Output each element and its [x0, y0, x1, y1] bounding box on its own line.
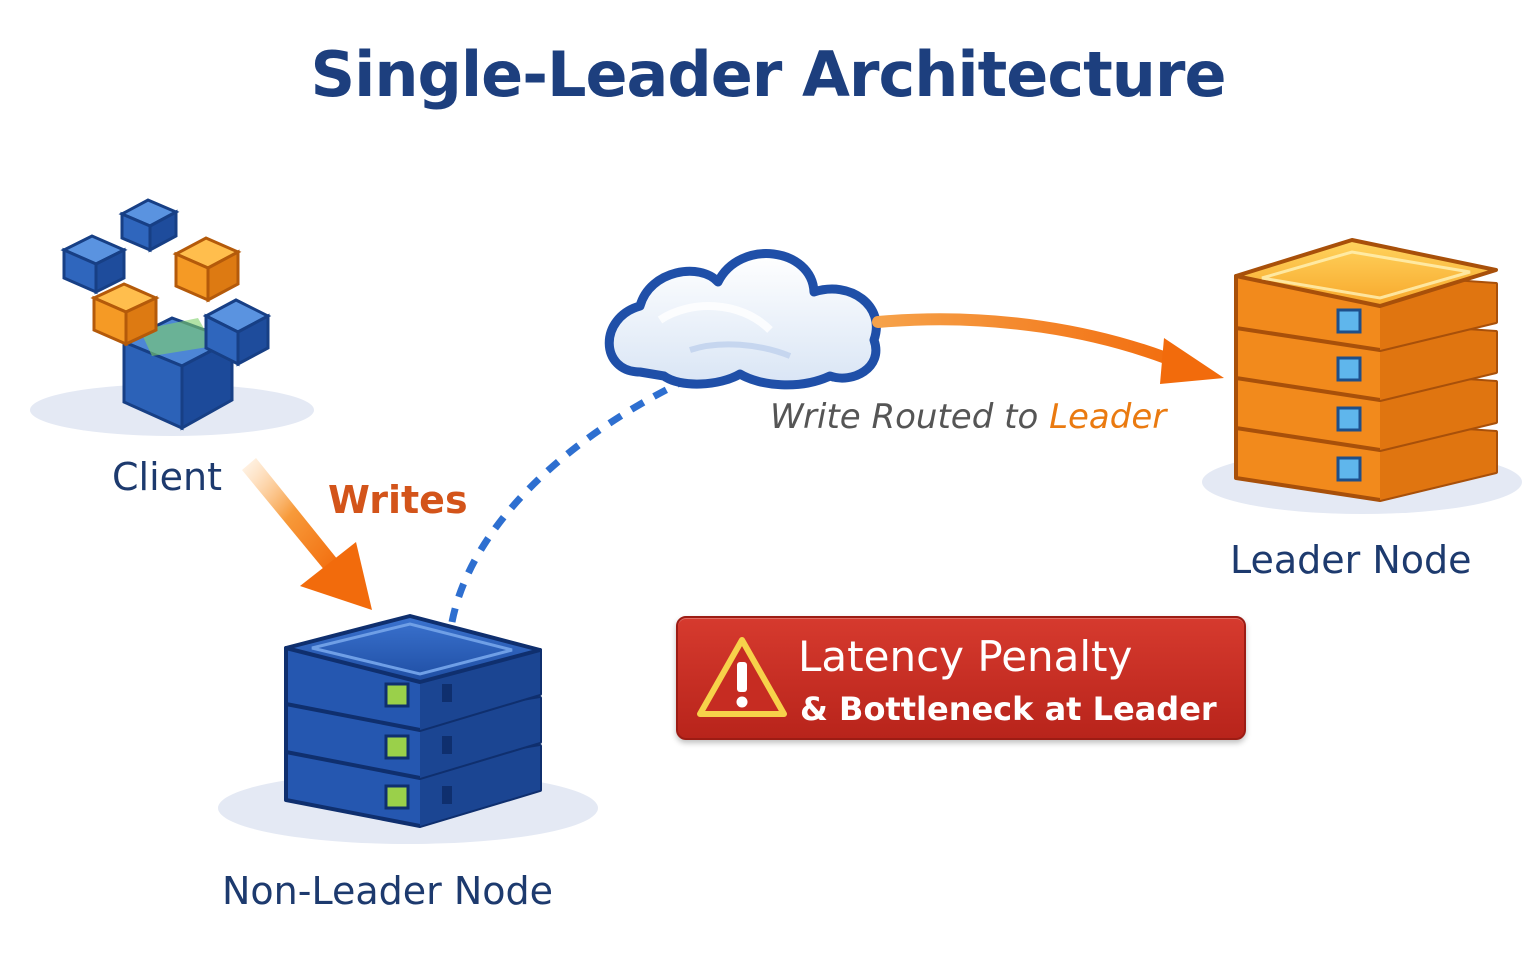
non-leader-server-icon [284, 614, 542, 828]
diagram-title: Single-Leader Architecture [310, 38, 1227, 111]
route-arrow [872, 313, 1224, 384]
client-label: Client [112, 455, 223, 499]
route-label-prefix: Write Routed to [770, 397, 1050, 437]
route-label: Write Routed to Leader [770, 397, 1166, 437]
latency-warning-banner: Latency Penalty & Bottleneck at Leader [676, 616, 1246, 740]
cloud-icon [604, 249, 881, 390]
route-label-highlight: Leader [1049, 397, 1167, 437]
warning-subtitle: & Bottleneck at Leader [800, 690, 1217, 728]
writes-arrow [242, 458, 372, 610]
leader-node-label: Leader Node [1230, 538, 1472, 582]
warning-triangle-icon [697, 637, 787, 717]
leader-server-icon [1234, 238, 1498, 502]
warning-title: Latency Penalty [798, 632, 1133, 681]
dashed-route-line [448, 374, 692, 623]
client-icon [60, 198, 272, 431]
non-leader-node-label: Non-Leader Node [222, 869, 554, 913]
writes-label: Writes [328, 478, 468, 522]
